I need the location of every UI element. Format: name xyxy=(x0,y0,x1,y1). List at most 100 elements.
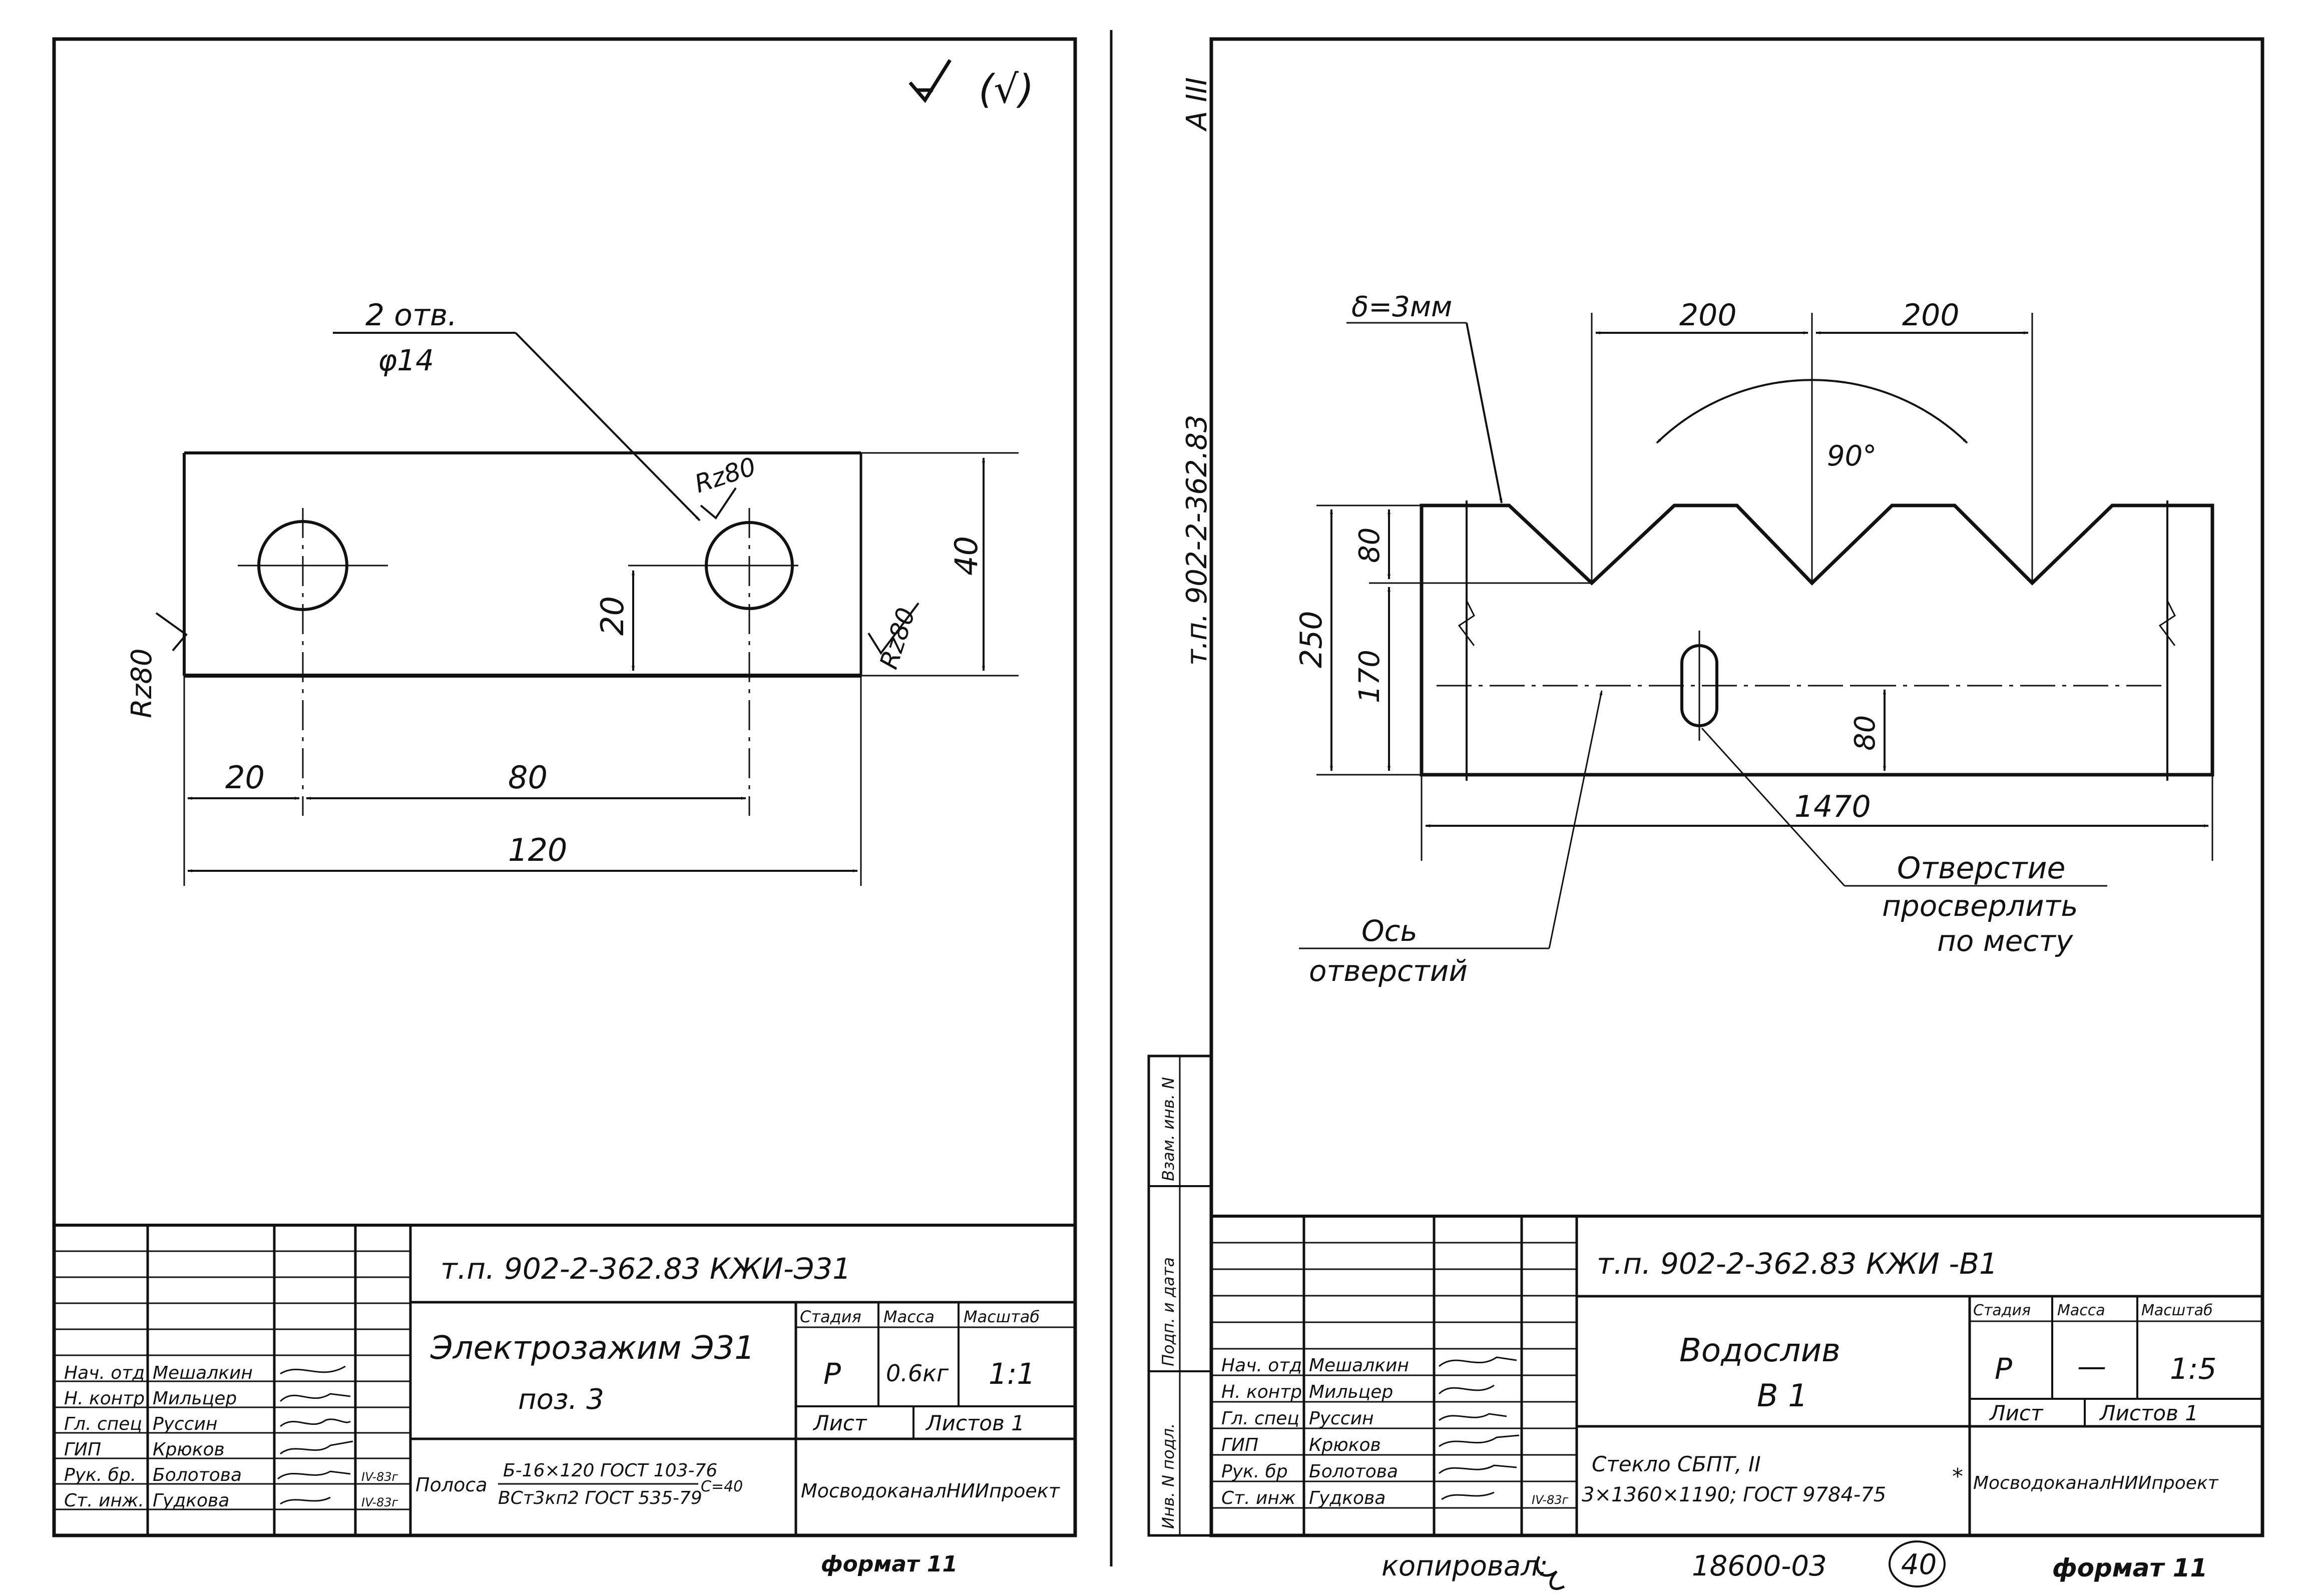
staff-role: Н. контр xyxy=(64,1388,145,1409)
mass-header: Масса xyxy=(883,1307,935,1326)
stage-value: Р xyxy=(1995,1352,2012,1386)
stamp-inventory: Инв. N подл. xyxy=(1159,1423,1178,1529)
hole-note-line-1: Отверстие xyxy=(1897,851,2065,886)
staff-name: Болотова xyxy=(153,1465,242,1485)
right-title-block: Нач. отд Мешалкин Н. контр Мильцер Гл. с… xyxy=(1211,1215,2262,1535)
doc-code: т.п. 902-2-362.83 КЖИ-Э31 xyxy=(440,1252,851,1286)
signature-image xyxy=(1441,1491,1495,1500)
staff-role: Рук. бр xyxy=(1221,1461,1288,1482)
staff-date: IV-83г xyxy=(361,1470,398,1484)
hole-note-line-2: просверлить xyxy=(1882,889,2078,923)
roughness-note: (√) xyxy=(979,67,1034,112)
signature-image xyxy=(280,1440,353,1455)
stage-header: Стадия xyxy=(800,1307,861,1326)
signature-image xyxy=(1439,1356,1517,1367)
angle-value: 90° xyxy=(1827,440,1877,472)
angle-arc xyxy=(1656,379,1968,444)
callout-leader xyxy=(515,332,701,521)
staff-name: Мильцер xyxy=(153,1388,237,1409)
organization: МосводоканалНИИпроект xyxy=(1973,1473,2219,1493)
staff-name: Мильцер xyxy=(1309,1382,1393,1402)
glass-spec-star: * xyxy=(1952,1464,1963,1489)
part-title: Водослив xyxy=(1679,1332,1840,1369)
axis-note-line-1: Ось xyxy=(1361,914,1418,948)
staff-date: IV-83г xyxy=(1532,1493,1569,1507)
archive-number: 18600-03 xyxy=(1692,1550,1827,1582)
side-doc-code: т.п. 902-2-362.83 xyxy=(1181,414,1213,666)
mass-value: 0.6кг xyxy=(886,1360,949,1387)
signature-image xyxy=(1439,1413,1507,1421)
staff-role: ГИП xyxy=(64,1439,101,1460)
dim-pitch-1: 200 xyxy=(1679,298,1737,333)
stamp-signature-date: Подп. и дата xyxy=(1159,1257,1178,1366)
sheet-label: Лист xyxy=(1989,1401,2044,1425)
dim-pitch-2: 200 xyxy=(1902,298,1960,333)
left-drawing: (√) 2 отв. φ14 Rz80 Rz80 Rz80 40 20 xyxy=(52,37,1077,1577)
scale-header: Масштаб xyxy=(2141,1302,2213,1319)
thickness-leader xyxy=(1466,322,1503,503)
staff-name: Крюков xyxy=(153,1439,225,1460)
axis-note-line-2: отверстий xyxy=(1309,954,1468,988)
staff-name: Болотова xyxy=(1309,1461,1398,1482)
dim-height: 40 xyxy=(948,536,985,576)
stage-header: Стадия xyxy=(1973,1302,2031,1319)
sheet-format: формат 11 xyxy=(2052,1553,2207,1582)
staff-role: Н. контр xyxy=(1221,1382,1302,1402)
staff-name: Руссин xyxy=(153,1414,218,1434)
staff-role: Ст. инж xyxy=(1221,1488,1296,1508)
hole-callout-count: 2 отв. xyxy=(365,298,457,333)
staff-name: Мешалкин xyxy=(153,1363,253,1383)
glass-spec-line-2: 3×1360×1190; ГОСТ 9784-75 xyxy=(1582,1483,1886,1506)
doc-code: т.п. 902-2-362.83 КЖИ -В1 xyxy=(1597,1247,1998,1281)
staff-role: Гл. спец xyxy=(64,1414,142,1434)
sheets-label: Листов 1 xyxy=(2099,1401,2198,1425)
dim-hole-height: 20 xyxy=(594,596,631,636)
hole-note-line-3: по месту xyxy=(1937,924,2073,958)
material-suffix: С=40 xyxy=(701,1478,743,1495)
copier-initials-signature xyxy=(1535,1555,1565,1590)
signature-image xyxy=(280,1418,351,1427)
signature-image xyxy=(1439,1464,1517,1474)
right-frame xyxy=(1209,37,2264,1537)
sheet-label: Лист xyxy=(812,1411,867,1435)
break-symbol xyxy=(2158,600,2176,646)
signature-image xyxy=(277,1470,351,1480)
copied-by: копировал: xyxy=(1381,1550,1548,1582)
staff-name: Руссин xyxy=(1309,1408,1374,1429)
signature-image xyxy=(280,1365,346,1375)
scale-header: Масштаб xyxy=(964,1307,1040,1326)
material-prefix: Полоса xyxy=(415,1474,488,1496)
side-stamp: Взам. инв. N Подп. и дата Инв. N подл. xyxy=(1147,1054,1213,1537)
staff-role: Нач. отд xyxy=(1221,1355,1302,1376)
staff-role: Гл. спец xyxy=(1221,1408,1299,1429)
staff-name: Крюков xyxy=(1309,1435,1381,1455)
sheets-label: Листов 1 xyxy=(925,1411,1025,1435)
roughness-mark-right xyxy=(867,602,919,655)
staff-name: Гудкова xyxy=(153,1490,229,1511)
staff-name: Мешалкин xyxy=(1309,1355,1409,1376)
stamp-replacement: Взам. инв. N xyxy=(1159,1077,1178,1181)
part-mark: В 1 xyxy=(1757,1377,1808,1414)
dim-length: 120 xyxy=(508,832,567,868)
signature-image xyxy=(279,1393,351,1402)
dim-lower: 170 xyxy=(1353,650,1386,703)
page-number: 40 xyxy=(1901,1548,1937,1581)
mass-header: Масса xyxy=(2057,1302,2105,1319)
corner-label: А III xyxy=(1181,77,1213,132)
signature-image xyxy=(1439,1434,1520,1447)
dim-hole-offset: 80 xyxy=(1849,715,1882,751)
dim-spacing: 80 xyxy=(508,759,548,796)
left-frame xyxy=(52,37,1077,1537)
dim-notch-depth: 80 xyxy=(1353,527,1386,563)
staff-date: IV-83г xyxy=(361,1495,398,1509)
scale-value: 1:5 xyxy=(2170,1352,2216,1386)
thickness-note: δ=3мм xyxy=(1351,291,1452,323)
weir-plate-outline xyxy=(1420,503,2214,777)
staff-role: ГИП xyxy=(1221,1435,1258,1455)
staff-role: Ст. инж. xyxy=(64,1490,144,1511)
break-symbol xyxy=(1458,600,1475,646)
right-drawing: А III т.п. 902-2-362.83 δ=3мм 200 200 90… xyxy=(1147,37,2264,1590)
hole-callout-diameter: φ14 xyxy=(378,343,434,377)
scale-value: 1:1 xyxy=(989,1357,1035,1391)
